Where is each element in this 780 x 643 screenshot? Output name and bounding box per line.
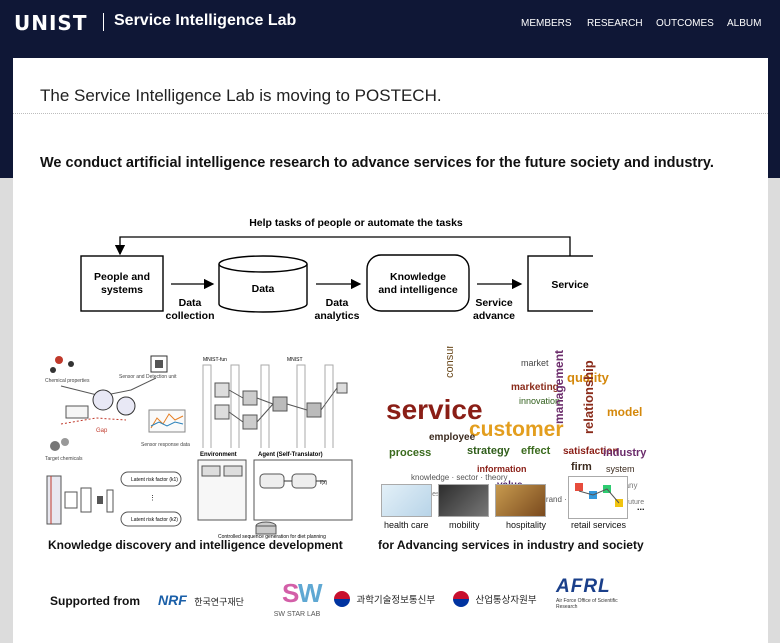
- svg-text:customer: customer: [469, 418, 564, 441]
- mission-statement: We conduct artificial intelligence resea…: [40, 155, 714, 171]
- svg-text:Target chemicals: Target chemicals: [45, 456, 83, 462]
- node-data-label: Data: [252, 283, 275, 295]
- svg-text:quality: quality: [567, 370, 610, 385]
- svg-text:Controlled sequence generation: Controlled sequence generation for diet …: [218, 534, 326, 540]
- thumb-hospitality: [495, 484, 546, 517]
- moving-notice: The Service Intelligence Lab is moving t…: [40, 86, 442, 105]
- svg-text:MNIST: MNIST: [287, 357, 303, 363]
- svg-text:marketing: marketing: [511, 382, 559, 393]
- svg-text:consumer: consumer: [444, 346, 456, 378]
- afosr-text: Air Force Office of Scientific Research: [556, 598, 618, 610]
- research-figure-agent: Environment Agent (Self-Translator) f(x)…: [196, 448, 354, 540]
- site-title[interactable]: Service Intelligence Lab: [114, 12, 297, 29]
- svg-text:service: service: [386, 394, 483, 425]
- svg-text:f(x): f(x): [320, 480, 328, 486]
- svg-text:S: S: [282, 578, 299, 606]
- svg-text:collection: collection: [165, 310, 214, 322]
- feedback-loop-arrow: [114, 236, 571, 256]
- caption-knowledge-discovery: Knowledge discovery and intelligence dev…: [48, 538, 343, 552]
- nav-album[interactable]: ALBUM: [727, 18, 762, 29]
- nrf-logo[interactable]: NRF 한국연구재단: [158, 592, 258, 612]
- taegeuk-icon: [334, 590, 350, 607]
- logo-divider: [103, 13, 104, 31]
- svg-text:effect: effect: [521, 445, 551, 457]
- afrl-logo[interactable]: AFRL Air Force Office of Scientific Rese…: [556, 576, 644, 622]
- svg-text:MNIST-fun: MNIST-fun: [203, 357, 227, 363]
- motie-text: 산업통상자원부: [475, 594, 537, 606]
- svg-text:management: management: [552, 350, 566, 424]
- svg-text:advance: advance: [473, 310, 515, 322]
- nav-research[interactable]: RESEARCH: [587, 18, 643, 29]
- loop-label: Help tasks of people or automate the tas…: [249, 217, 463, 229]
- node-people-systems: [80, 255, 164, 312]
- nav-outcomes[interactable]: OUTCOMES: [656, 18, 714, 29]
- svg-text:Gap: Gap: [96, 428, 108, 434]
- thumb-retail-services: [568, 476, 628, 519]
- service-label-hospitality: hospitality: [506, 520, 547, 530]
- unist-logo[interactable]: UNIST: [14, 11, 88, 35]
- svg-text:⋮: ⋮: [149, 495, 156, 502]
- svg-text:and intelligence: and intelligence: [378, 284, 458, 296]
- nav-members[interactable]: MEMBERS: [521, 18, 572, 29]
- svg-text:strategy: strategy: [467, 445, 511, 457]
- top-navigation-bar: [0, 0, 780, 58]
- svg-text:Service: Service: [475, 297, 513, 309]
- svg-text:W: W: [298, 578, 323, 606]
- notice-header: The Service Intelligence Lab is moving t…: [13, 58, 768, 114]
- service-label-retail: retail services: [571, 520, 627, 530]
- svg-text:Data: Data: [179, 297, 202, 309]
- node-service: [527, 255, 593, 312]
- node-data: [218, 264, 308, 313]
- motie-logo[interactable]: 산업통상자원부: [453, 590, 549, 612]
- svg-text:Sensor response data: Sensor response data: [141, 442, 190, 448]
- msit-logo[interactable]: 과학기술정보통신부: [334, 590, 450, 612]
- thumb-health-care: [381, 484, 432, 517]
- research-figure-causal-graph: Chemical properties Sensor and Detection…: [41, 348, 193, 466]
- research-process-diagram: Help tasks of people or automate the tas…: [80, 217, 593, 322]
- svg-text:market: market: [521, 358, 549, 368]
- research-figure-matrix: Latent risk factor (k1) ⋮ Latent risk fa…: [41, 468, 191, 536]
- svg-text:satisfaction: satisfaction: [563, 446, 619, 457]
- svg-text:system: system: [606, 464, 635, 474]
- svg-text:Chemical properties: Chemical properties: [45, 378, 90, 384]
- svg-text:industry: industry: [603, 447, 647, 459]
- svg-text:information: information: [477, 464, 527, 474]
- svg-text:Sensor and Detection unit: Sensor and Detection unit: [119, 374, 177, 380]
- svg-text:Environment: Environment: [200, 452, 237, 458]
- nrf-logo-text: 한국연구재단: [194, 597, 244, 607]
- svg-text:relationship: relationship: [581, 360, 596, 434]
- caption-advancing-services: for Advancing services in industry and s…: [378, 538, 644, 552]
- sw-star-lab-text: SW STAR LAB: [273, 611, 321, 618]
- node-people-systems-label: People and: [94, 271, 150, 283]
- svg-text:analytics: analytics: [315, 310, 360, 322]
- svg-text:role · brand · dynamic: role · brand · dynamic: [521, 495, 599, 504]
- service-label-more: ...: [637, 502, 645, 512]
- nrf-logo-mark: NRF: [158, 592, 187, 608]
- afrl-mark: AFRL: [556, 576, 611, 597]
- svg-text:Latent risk factor (k1): Latent risk factor (k1): [131, 477, 178, 483]
- supported-from-label: Supported from: [50, 594, 140, 608]
- svg-text:model: model: [607, 405, 642, 419]
- taegeuk-icon: [453, 590, 469, 607]
- thumb-mobility: [438, 484, 489, 517]
- svg-text:firm: firm: [571, 461, 592, 473]
- svg-text:Latent risk factor (k2): Latent risk factor (k2): [131, 517, 178, 523]
- content-card: The Service Intelligence Lab is moving t…: [13, 58, 768, 643]
- sw-star-lab-mark: S W: [282, 578, 323, 608]
- svg-text:systems: systems: [101, 284, 143, 296]
- svg-text:innovation: innovation: [519, 396, 560, 406]
- node-service-label: Service: [551, 279, 589, 291]
- svg-text:Knowledge: Knowledge: [390, 271, 446, 283]
- svg-text:Data: Data: [326, 297, 349, 309]
- service-label-health-care: health care: [384, 520, 429, 530]
- svg-text:employee: employee: [429, 432, 476, 443]
- svg-text:Agent (Self-Translator): Agent (Self-Translator): [258, 452, 323, 458]
- svg-text:knowledge · sector · theory: knowledge · sector · theory: [411, 473, 508, 482]
- sw-star-lab-logo[interactable]: S W SW STAR LAB: [268, 576, 326, 618]
- node-knowledge: [366, 254, 470, 312]
- research-figure-network: MNIST-fun MNIST: [201, 353, 351, 463]
- svg-text:process: process: [389, 447, 431, 459]
- msit-text: 과학기술정보통신부: [356, 594, 436, 606]
- service-label-mobility: mobility: [449, 520, 480, 530]
